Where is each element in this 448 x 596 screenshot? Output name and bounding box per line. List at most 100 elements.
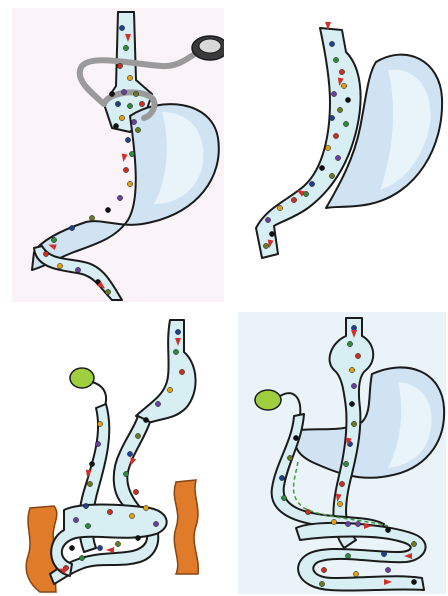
food-particle [43, 251, 48, 256]
food-particle [115, 541, 120, 546]
food-particle [345, 521, 350, 526]
food-particle [131, 119, 136, 124]
food-particle [175, 329, 180, 334]
food-particle [89, 215, 94, 220]
food-particle [135, 433, 140, 438]
food-particle [69, 225, 74, 230]
food-particle [127, 103, 132, 108]
food-particle [319, 165, 324, 170]
food-particle [411, 579, 416, 584]
gastric-sleeve [256, 28, 361, 258]
food-particle [143, 505, 148, 510]
food-particle [385, 567, 390, 572]
food-particle [385, 527, 390, 532]
food-particle [335, 155, 340, 160]
food-particle [333, 57, 338, 62]
food-particle [319, 581, 324, 586]
food-particle [57, 263, 62, 268]
food-particle [381, 551, 386, 556]
food-particle [95, 441, 100, 446]
food-particle [339, 481, 344, 486]
food-particle [75, 267, 80, 272]
sleeve-gastrectomy-illustration [236, 8, 446, 302]
food-particle [339, 69, 344, 74]
food-particle [105, 289, 110, 294]
food-particle [133, 91, 138, 96]
flow-arrow [106, 547, 114, 553]
food-particle [269, 231, 274, 236]
food-particle [123, 45, 128, 50]
food-particle [123, 471, 128, 476]
food-particle [129, 513, 134, 518]
food-particle [97, 421, 102, 426]
food-particle [293, 435, 298, 440]
food-particle [107, 509, 112, 514]
stomach-pouch [136, 320, 196, 424]
food-particle [73, 517, 78, 522]
biliopancreatic-diversion-illustration [10, 312, 224, 594]
food-particle [343, 461, 348, 466]
food-particle [411, 541, 416, 546]
panel-gastric-bypass [238, 312, 446, 594]
food-particle [119, 115, 124, 120]
food-particle [277, 205, 282, 210]
food-particle [89, 461, 94, 466]
food-particle [341, 83, 346, 88]
food-particle [153, 521, 158, 526]
access-port [192, 36, 224, 60]
food-particle [263, 243, 268, 248]
food-particle [291, 197, 296, 202]
food-particle [343, 121, 348, 126]
food-particle [127, 75, 132, 80]
food-particle [87, 481, 92, 486]
food-particle [135, 127, 140, 132]
food-particle [321, 567, 326, 572]
food-particle [79, 555, 84, 560]
food-particle [117, 63, 122, 68]
food-particle [355, 521, 360, 526]
food-particle [51, 237, 56, 242]
food-particle [309, 181, 314, 186]
food-particle [349, 367, 354, 372]
food-particle [117, 195, 122, 200]
food-particle [329, 173, 334, 178]
food-particle [83, 503, 88, 508]
food-particle [265, 217, 270, 222]
food-particle [167, 387, 172, 392]
food-particle [97, 545, 102, 550]
panel-sleeve-gastrectomy [236, 8, 446, 302]
food-particle [349, 401, 354, 406]
food-particle [173, 349, 178, 354]
food-particle [135, 535, 140, 540]
food-particle [347, 341, 352, 346]
food-particle [331, 519, 336, 524]
food-particle [345, 97, 350, 102]
food-particle [351, 325, 356, 330]
food-particle [351, 383, 356, 388]
food-particle [331, 91, 336, 96]
food-particle [333, 133, 338, 138]
food-particle [155, 401, 160, 406]
food-particle [85, 523, 90, 528]
food-particle [109, 91, 114, 96]
gastric-bypass-illustration [238, 312, 446, 594]
food-particle [113, 123, 118, 128]
food-particle [345, 553, 350, 558]
food-particle [329, 115, 334, 120]
food-particle [133, 489, 138, 494]
food-particle [121, 89, 126, 94]
food-particle [69, 545, 74, 550]
food-particle [179, 369, 184, 374]
food-particle [325, 145, 330, 150]
food-particle [353, 571, 358, 576]
food-particle [281, 495, 286, 500]
food-particle [123, 167, 128, 172]
food-particle [125, 137, 130, 142]
colon-right [174, 480, 198, 574]
food-particle [351, 421, 356, 426]
panel-biliopancreatic-diversion [10, 312, 224, 594]
panel-gastric-band [12, 8, 224, 302]
food-particle [337, 501, 342, 506]
food-particle [127, 451, 132, 456]
